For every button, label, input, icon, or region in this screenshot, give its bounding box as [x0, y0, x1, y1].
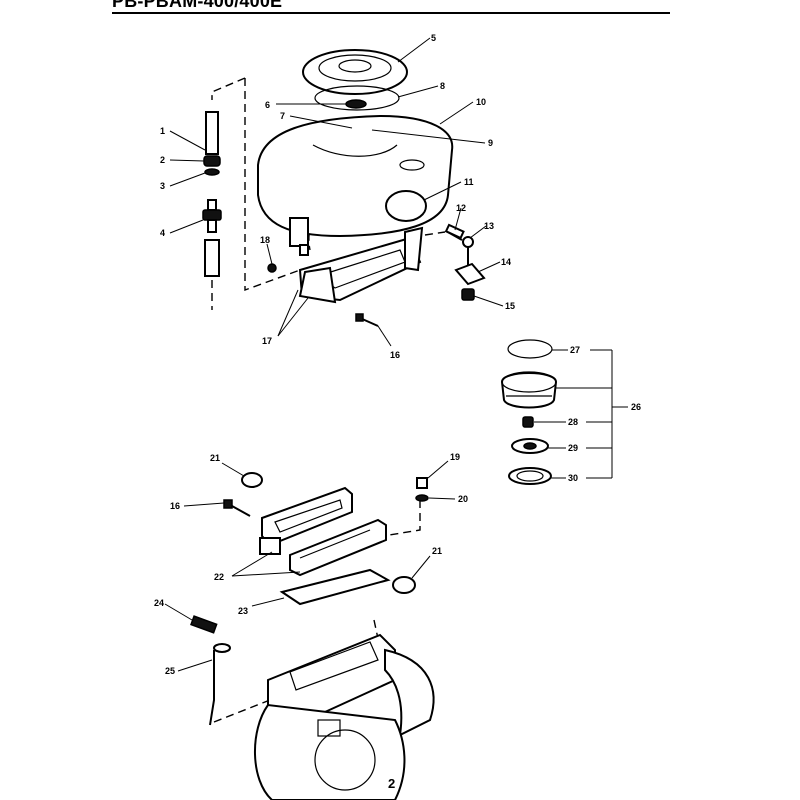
part-24-screw [190, 615, 218, 634]
callout-20: 20 [458, 494, 468, 504]
callout-7: 7 [280, 111, 285, 121]
dashed-guide-line [424, 231, 446, 236]
part-25-pipe-flange [213, 643, 231, 653]
part-5-cap-ring [318, 54, 392, 82]
callout-27: 27 [570, 345, 580, 355]
part-12-rod-body [444, 223, 465, 240]
part-16-bolt-head-lower [223, 499, 233, 509]
callout-22: 22 [214, 572, 224, 582]
tank-leg [289, 217, 309, 247]
title-rule [112, 12, 670, 14]
part-30-gasket-inner [516, 470, 544, 482]
callout-labels: 1 2 3 4 5 6 7 8 9 10 11 12 13 14 15 16 1… [154, 33, 641, 676]
part-17-frame-foot [298, 266, 337, 304]
callout-6: 6 [265, 100, 270, 110]
part-19-bolt [416, 477, 428, 489]
part-22-bracket-foot [259, 537, 281, 555]
part-20-washer [415, 494, 429, 502]
callout-14: 14 [501, 257, 511, 267]
part-1-tube [205, 111, 219, 155]
callout-4: 4 [160, 228, 165, 238]
part-8-gasket [314, 85, 400, 111]
engine-housing-outlet [384, 648, 435, 737]
callout-3: 3 [160, 181, 165, 191]
callout-30: 30 [568, 473, 578, 483]
part-13-elbow [462, 236, 474, 248]
part-3-washer [204, 168, 220, 176]
part-18-plug [267, 263, 277, 273]
callout-15: 15 [505, 301, 515, 311]
part-22-bracket-upper-slot [274, 499, 343, 533]
callout-1: 1 [160, 126, 165, 136]
page-number: 2 [388, 776, 396, 791]
dashed-guide-line [213, 699, 271, 723]
part-4-fitting-stem [207, 219, 217, 233]
lower-tube [204, 239, 220, 277]
engine-housing-boss [317, 719, 341, 737]
callout-24: 24 [154, 598, 164, 608]
part-2-nut [203, 155, 221, 167]
part-4-fitting-top [207, 199, 217, 211]
callout-23: 23 [238, 606, 248, 616]
part-16-bolt-head [355, 313, 364, 322]
callout-8: 8 [440, 81, 445, 91]
part-15-cap [461, 288, 475, 301]
callout-21-right: 21 [432, 546, 442, 556]
part-28-valve [522, 416, 534, 428]
callout-5: 5 [431, 33, 436, 43]
callout-10: 10 [476, 97, 486, 107]
part-4-fitting-body [202, 209, 222, 221]
callout-11: 11 [464, 177, 474, 187]
diagram-title: PB-PBAM-400/400E [112, 0, 283, 11]
part-26-cap-body [500, 372, 558, 409]
callout-13: 13 [484, 221, 494, 231]
callout-16-upper: 16 [390, 350, 400, 360]
part-6-retainer [345, 99, 367, 109]
part-10-tank [257, 114, 454, 238]
engine-housing-port [289, 641, 379, 691]
engine-housing-fan [314, 729, 376, 791]
dashed-guide-line [244, 78, 301, 291]
part-23-gasket-plate [279, 568, 391, 606]
tank-leg-pin [299, 244, 309, 256]
callout-9: 9 [488, 138, 493, 148]
part-11-sight-cap [385, 190, 427, 222]
part-5-cap-center [338, 59, 372, 73]
callout-21-left: 21 [210, 453, 220, 463]
part-29-center [523, 442, 537, 450]
callout-29: 29 [568, 443, 578, 453]
tank-shoulder-line [312, 144, 398, 157]
cap-assembly [500, 339, 558, 485]
callout-28: 28 [568, 417, 578, 427]
callout-2: 2 [160, 155, 165, 165]
part-22-bracket-lower-edge [299, 529, 371, 559]
part-26-cap-top [501, 371, 557, 393]
callout-12: 12 [456, 203, 466, 213]
part-17-frame-post [404, 226, 424, 272]
dashed-guide-line [373, 619, 381, 649]
part-21-pad-right [392, 576, 416, 594]
callout-26: 26 [631, 402, 641, 412]
part-14-plate [454, 262, 486, 286]
callout-19: 19 [450, 452, 460, 462]
part-16-bolt-lower [231, 505, 251, 517]
engine-housing-body [253, 703, 406, 800]
tank-vent [399, 159, 425, 171]
callout-18: 18 [260, 235, 270, 245]
leader-lines [164, 37, 628, 672]
callout-25: 25 [165, 666, 175, 676]
part-27-o-ring [507, 339, 553, 359]
callout-16-lower: 16 [170, 501, 180, 511]
callout-17: 17 [262, 336, 272, 346]
part-21-pad-left [241, 472, 263, 488]
part-25-pipe [209, 650, 215, 726]
dashed-guide-line [211, 77, 246, 100]
lower-assembly [190, 472, 435, 800]
upper-assembly [202, 49, 486, 327]
part-30-gasket [508, 467, 552, 485]
